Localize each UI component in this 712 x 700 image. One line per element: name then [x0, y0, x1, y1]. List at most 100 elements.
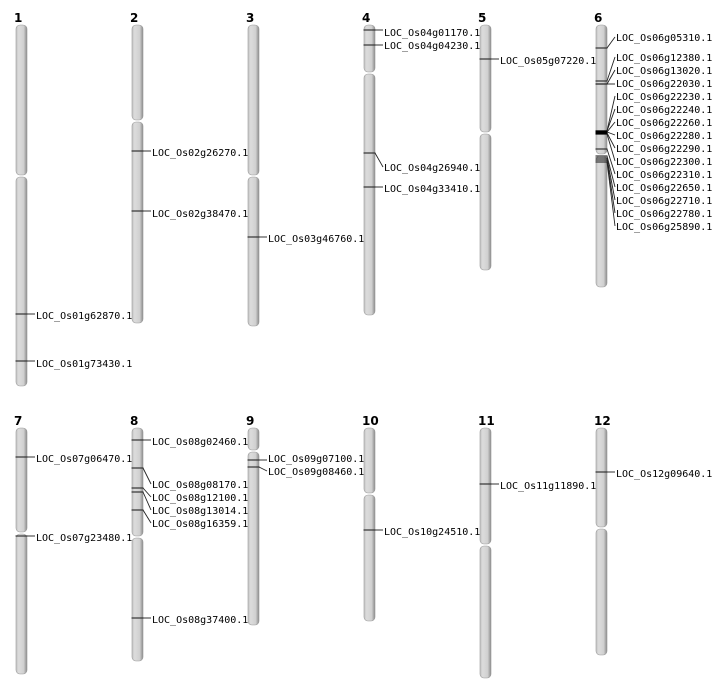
- gene-label: LOC_Os09g07100.1: [268, 454, 364, 465]
- chromosome-arm-long: [479, 545, 492, 679]
- gene-label: LOC_Os06g22260.1: [616, 118, 712, 129]
- gene-connector: [606, 56, 616, 82]
- gene-connector: [606, 131, 616, 136]
- chromosome-arm-long: [479, 133, 492, 271]
- gene-connector: [606, 95, 616, 132]
- gene-label: LOC_Os01g62870.1: [36, 311, 132, 322]
- gene-connector: [142, 467, 152, 485]
- chromosome-arm-long: [363, 73, 376, 316]
- chromosome-4: 4LOC_Os04g01170.1LOC_Os04g04230.1LOC_Os0…: [362, 11, 480, 316]
- chromosome-number: 8: [130, 414, 138, 428]
- chromosome-8: 8LOC_Os08g02460.1LOC_Os08g08170.1LOC_Os0…: [130, 414, 248, 662]
- gene-label: LOC_Os10g24510.1: [384, 527, 480, 538]
- chromosome-6: 6LOC_Os06g05310.1LOC_Os06g12380.1LOC_Os0…: [594, 11, 712, 288]
- gene-label: LOC_Os06g12380.1: [616, 53, 712, 64]
- gene-label: LOC_Os04g26940.1: [384, 163, 480, 174]
- gene-label: LOC_Os06g22280.1: [616, 131, 712, 142]
- gene-label: LOC_Os11g11890.1: [500, 481, 596, 492]
- chromosome-number: 10: [362, 414, 379, 428]
- chromosome-number: 11: [478, 414, 495, 428]
- chromosome-arm-long: [595, 528, 608, 656]
- gene-label: LOC_Os06g22310.1: [616, 170, 712, 181]
- gene-label: LOC_Os06g22030.1: [616, 79, 712, 90]
- gene-label: LOC_Os06g05310.1: [616, 33, 712, 44]
- chromosome-number: 5: [478, 11, 486, 25]
- chromosome-arm-long: [247, 176, 260, 327]
- gene-connector: [606, 155, 616, 188]
- chromosome-number: 9: [246, 414, 254, 428]
- gene-connector: [606, 36, 616, 49]
- gene-label: LOC_Os08g37400.1: [152, 615, 248, 626]
- gene-connector: [606, 159, 616, 214]
- chromosome-arm-short: [363, 427, 376, 494]
- chromosome-arm-short: [247, 427, 260, 451]
- gene-label: LOC_Os08g13014.1: [152, 506, 248, 517]
- gene-label: LOC_Os12g09640.1: [616, 469, 712, 480]
- gene-label: LOC_Os06g22710.1: [616, 196, 712, 207]
- gene-label: LOC_Os07g06470.1: [36, 454, 132, 465]
- gene-connector: [142, 509, 152, 524]
- chromosome-arm-long: [363, 494, 376, 622]
- chromosome-arm-short: [479, 24, 492, 133]
- gene-connector: [258, 466, 268, 472]
- chromosome-number: 1: [14, 11, 22, 25]
- gene-label: LOC_Os06g22650.1: [616, 183, 712, 194]
- gene-connector: [606, 69, 616, 85]
- chromosome-arm-short: [15, 427, 28, 533]
- gene-label: LOC_Os06g22290.1: [616, 144, 712, 155]
- gene-label: LOC_Os06g13020.1: [616, 66, 712, 77]
- gene-connector: [606, 121, 616, 133]
- chromosome-arm-short: [131, 24, 144, 121]
- gene-label: LOC_Os06g22300.1: [616, 157, 712, 168]
- gene-label: LOC_Os08g02460.1: [152, 437, 248, 448]
- chromosome-arm-short: [247, 24, 260, 176]
- gene-connector: [606, 133, 616, 162]
- chromosome-arm-long: [595, 155, 608, 288]
- gene-connector: [606, 132, 616, 149]
- gene-connector: [142, 487, 152, 498]
- gene-label: LOC_Os03g46760.1: [268, 234, 364, 245]
- gene-label: LOC_Os06g25890.1: [616, 222, 712, 233]
- gene-connector: [606, 108, 616, 132]
- chromosome-arm-short: [15, 24, 28, 176]
- gene-label: LOC_Os06g22230.1: [616, 92, 712, 103]
- gene-label: LOC_Os04g33410.1: [384, 184, 480, 195]
- chromosome-arm-long: [15, 176, 28, 387]
- gene-label: LOC_Os02g26270.1: [152, 148, 248, 159]
- chromosome-number: 4: [362, 11, 370, 25]
- chromosome-arm-short: [131, 427, 144, 537]
- gene-label: LOC_Os04g01170.1: [384, 28, 480, 39]
- gene-label: LOC_Os08g12100.1: [152, 493, 248, 504]
- chromosome-arm-short: [595, 24, 608, 155]
- chromosome-number: 2: [130, 11, 138, 25]
- chromosome-arm-long: [15, 533, 28, 675]
- gene-connector: [374, 152, 384, 168]
- gene-connector: [606, 157, 616, 201]
- gene-label: LOC_Os05g07220.1: [500, 56, 596, 67]
- gene-label: LOC_Os06g22240.1: [616, 105, 712, 116]
- gene-connector: [606, 161, 616, 227]
- gene-connector: [606, 148, 616, 175]
- chromosome-arm-short: [363, 24, 376, 73]
- gene-label: LOC_Os06g22780.1: [616, 209, 712, 220]
- chromosome-arm-long: [131, 537, 144, 662]
- gene-label: LOC_Os09g08460.1: [268, 467, 364, 478]
- chromosome-number: 12: [594, 414, 611, 428]
- gene-label: LOC_Os07g23480.1: [36, 533, 132, 544]
- chromosome-arm-long: [131, 121, 144, 324]
- chromosome-arm-short: [595, 427, 608, 528]
- chromosome-arm-long: [247, 451, 260, 626]
- chromosome-number: 6: [594, 11, 602, 25]
- gene-label: LOC_Os08g16359.1: [152, 519, 248, 530]
- chromosome-arm-short: [479, 427, 492, 545]
- chromosome-number: 7: [14, 414, 22, 428]
